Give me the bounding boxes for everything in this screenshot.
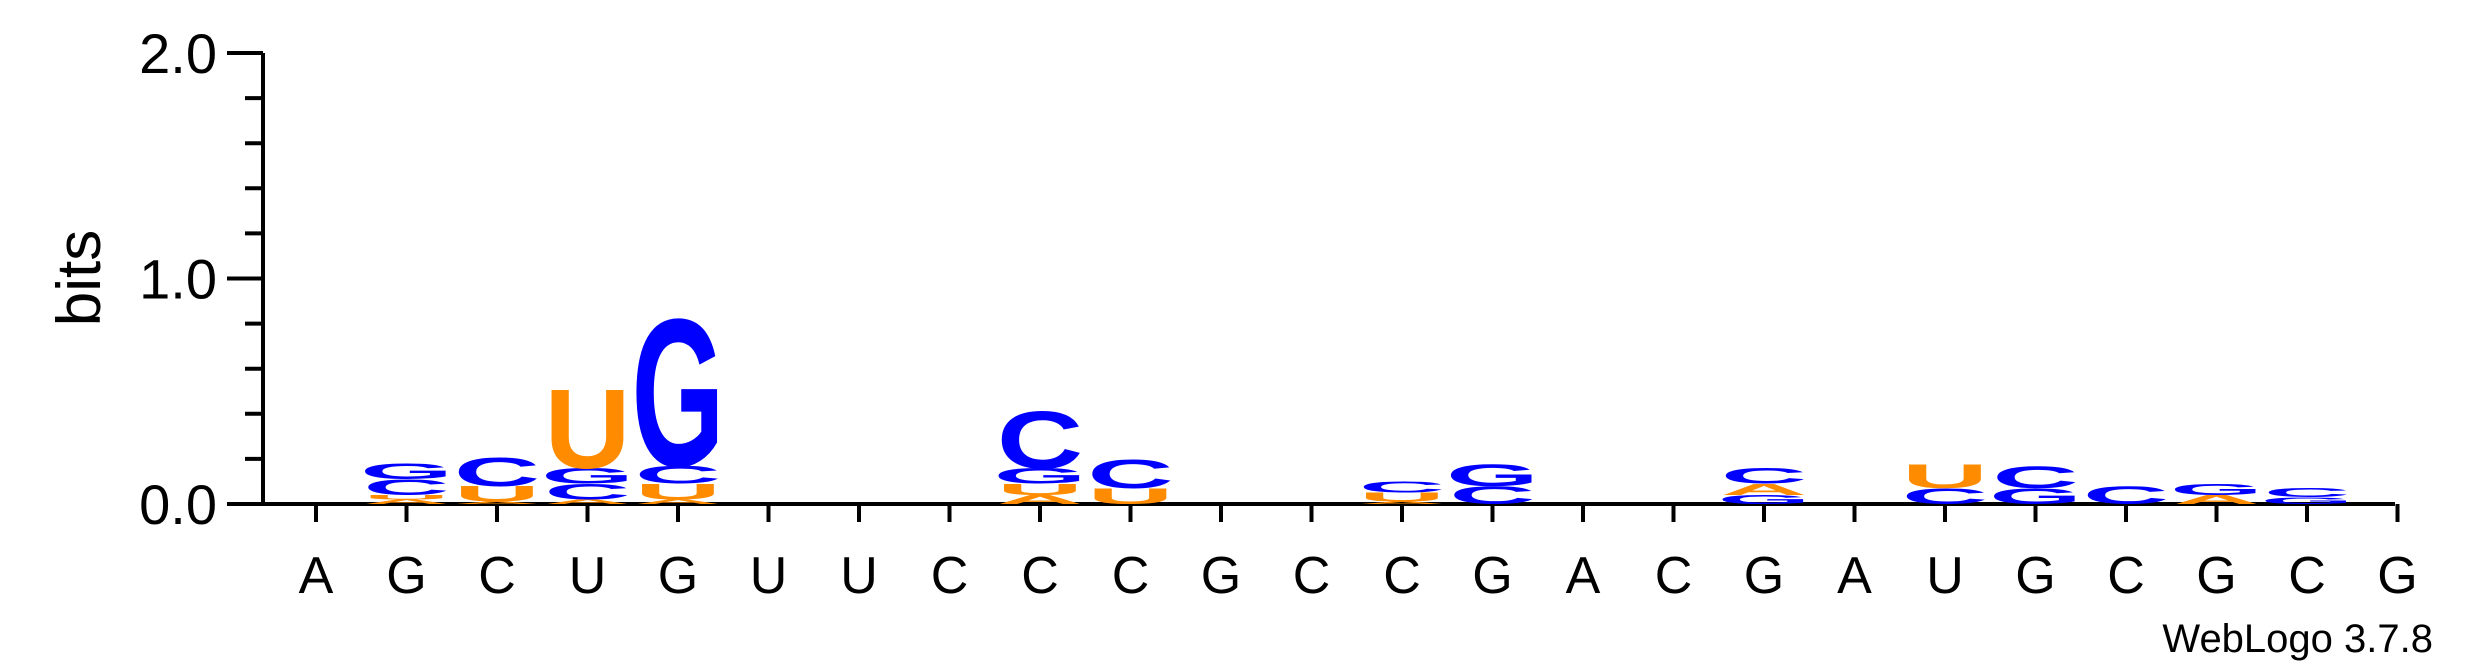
logo-letter-C: C: [2083, 482, 2169, 510]
x-tick-label: C: [1293, 547, 1331, 605]
logo-letter-C: C: [2264, 486, 2350, 500]
logo-letter-A: A: [363, 498, 449, 505]
logo-letter-C: C: [1721, 464, 1807, 489]
logo-letter-U: U: [454, 482, 540, 507]
x-tick-label: G: [1744, 547, 1784, 605]
x-tick-label: C: [1655, 547, 1693, 605]
logo-letter-C: C: [1359, 479, 1445, 497]
logo-letter-A: A: [2173, 493, 2259, 507]
logo-letter-C: C: [1992, 460, 2078, 495]
logo-letter-U: U: [1902, 457, 1988, 496]
logo-letter-A: A: [635, 498, 721, 505]
logo-letter-G: G: [2261, 495, 2354, 506]
logo-letter-A: A: [997, 493, 1083, 507]
weblogo-version-label: WebLogo 3.7.8: [2162, 617, 2433, 661]
logo-letter-G: G: [1989, 484, 2082, 509]
x-tick-label: G: [1472, 547, 1512, 605]
logo-letter-C: C: [454, 449, 540, 495]
x-tick-label: A: [1566, 547, 1601, 605]
x-tick-label: U: [1926, 547, 1964, 605]
x-tick-label: C: [1383, 547, 1421, 605]
logo-letter-C: C: [544, 480, 630, 505]
x-tick-label: C: [2107, 547, 2145, 605]
logo-letter-G: G: [1446, 457, 1539, 492]
x-tick-label: G: [386, 547, 426, 605]
x-tick-label: U: [840, 547, 878, 605]
logo-letter-C: C: [363, 475, 449, 500]
logo-letter-C: C: [1449, 482, 1535, 510]
logo-letter-U: U: [1087, 484, 1173, 509]
x-tick-label: G: [1201, 547, 1241, 605]
x-tick-label: A: [1837, 547, 1872, 605]
x-tick-label: G: [658, 547, 698, 605]
logo-letter-G: G: [632, 276, 725, 511]
x-tick-label: C: [478, 547, 516, 605]
x-tick-label: U: [569, 547, 607, 605]
y-tick-label: 2.0: [139, 22, 217, 85]
logo-letter-C: C: [1087, 451, 1173, 497]
logo-letter-G: G: [994, 464, 1087, 489]
logo-letter-A: A: [1359, 501, 1445, 505]
logo-letter-C: C: [1902, 484, 1988, 509]
logo-letter-U: U: [1359, 490, 1445, 504]
logo-letter-A: A: [544, 498, 630, 505]
x-tick-label: G: [2377, 547, 2417, 605]
x-tick-label: G: [2015, 547, 2055, 605]
x-tick-label: C: [1021, 547, 1059, 605]
logo-letter-U: U: [363, 494, 449, 501]
x-tick-label: G: [2196, 547, 2236, 605]
x-tick-label: A: [299, 547, 334, 605]
logo-letter-A: A: [454, 501, 540, 505]
logo-letter-C: C: [997, 394, 1083, 486]
logo-letter-U: U: [635, 480, 721, 505]
logo-letter-G: G: [1718, 493, 1811, 507]
logo-letter-U: U: [544, 366, 630, 493]
logo-letter-G: G: [360, 459, 453, 484]
logo-letter-U: U: [997, 481, 1083, 499]
y-tick-label: 1.0: [139, 248, 217, 311]
x-tick-label: C: [931, 547, 969, 605]
logo-letter-G: G: [2170, 481, 2263, 499]
logo-letter-A: A: [1721, 481, 1807, 499]
x-tick-label: U: [750, 547, 788, 605]
y-tick-label: 0.0: [139, 473, 217, 536]
y-axis: 0.0 1.0 2.0: [139, 22, 265, 536]
x-tick-label: C: [1112, 547, 1150, 605]
logo-letter-C: C: [635, 461, 721, 489]
y-axis-label: bits: [45, 230, 114, 326]
x-tick-label: C: [2288, 547, 2326, 605]
logo-letter-G: G: [541, 464, 634, 489]
